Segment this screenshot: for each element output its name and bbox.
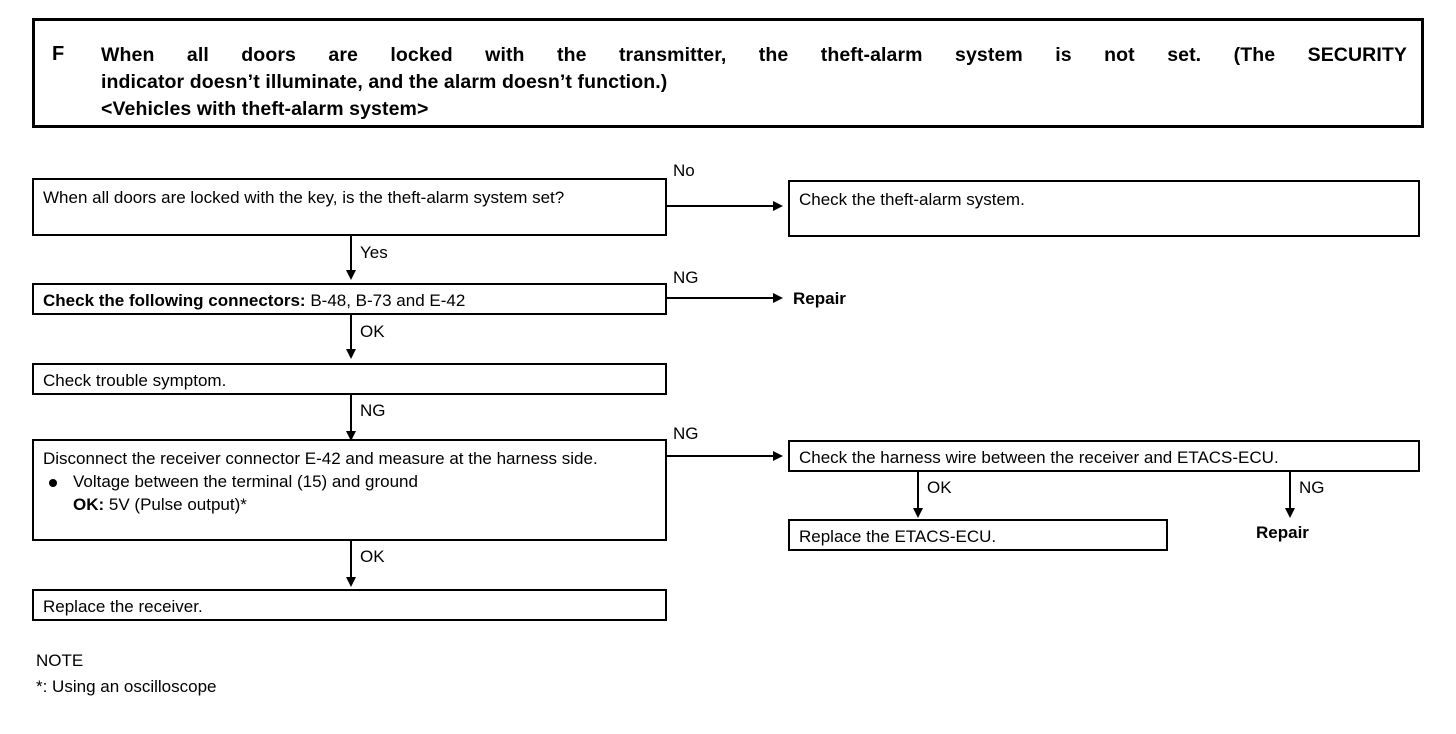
flow-step-check-key-lock: When all doors are locked with the key, … <box>32 178 667 236</box>
edge-step2-ng-arrowhead <box>773 293 783 303</box>
edge-step1-no-arrowhead <box>773 201 783 211</box>
header-text: When all doors are locked with the trans… <box>101 42 1407 123</box>
edge-label-ok-harness: OK <box>927 478 952 497</box>
flow-branch-check-theft-alarm: Check the theft-alarm system. <box>788 180 1420 237</box>
flow-step-4-bullet-2-rest: 5V (Pulse output)* <box>104 495 247 514</box>
flow-step-4-bullet-row: Voltage between the terminal (15) and gr… <box>43 470 659 516</box>
bullet-dot-icon <box>49 479 57 487</box>
flow-step-disconnect-receiver: Disconnect the receiver connector E-42 a… <box>32 439 667 541</box>
flow-step-4-line-1: Disconnect the receiver connector E-42 a… <box>43 449 598 468</box>
flow-branch-repair-1: Repair <box>793 289 846 308</box>
header-callout-box: F When all doors are locked with the tra… <box>32 18 1424 128</box>
edge-label-ok-2: OK <box>360 322 385 341</box>
header-line-1: When all doors are locked with the trans… <box>101 44 1407 66</box>
edge-step3-ng-line <box>350 395 352 437</box>
edge-label-no-1: No <box>673 161 695 180</box>
flow-step-1-text: When all doors are locked with the key, … <box>43 188 565 207</box>
flow-step-5-text: Replace the receiver. <box>43 597 203 616</box>
edge-harness-ok-line <box>917 472 919 514</box>
flow-step-4-text: Disconnect the receiver connector E-42 a… <box>43 447 659 516</box>
edge-step1-yes-line <box>350 236 352 276</box>
flow-step-check-trouble-symptom: Check trouble symptom. <box>32 363 667 395</box>
edge-harness-ok-arrowhead <box>913 508 923 518</box>
edge-label-ng-4: NG <box>673 424 699 443</box>
flow-step-4-bullet-2: OK: 5V (Pulse output)* <box>73 493 659 516</box>
flow-branch-check-harness-text: Check the harness wire between the recei… <box>799 448 1279 467</box>
flow-step-4-bullet-2-bold: OK: <box>73 495 105 514</box>
note-line: *: Using an oscilloscope <box>36 677 217 696</box>
edge-step4-ok-arrowhead <box>346 577 356 587</box>
flow-step-3-text: Check trouble symptom. <box>43 371 227 390</box>
flow-branch-check-theft-alarm-text: Check the theft-alarm system. <box>799 190 1025 209</box>
flow-step-4-bullet-1: Voltage between the terminal (15) and gr… <box>73 472 418 491</box>
edge-step2-ng-line <box>667 297 773 299</box>
edge-label-ng-3: NG <box>360 401 386 420</box>
flow-step-2-text: Check the following connectors: B-48, B-… <box>43 289 659 312</box>
note-title: NOTE <box>36 651 84 670</box>
edge-label-ng-harness: NG <box>1299 478 1325 497</box>
flow-step-replace-receiver: Replace the receiver. <box>32 589 667 621</box>
edge-label-ok-4: OK <box>360 547 385 566</box>
header-letter: F <box>52 43 65 65</box>
edge-label-ng-2: NG <box>673 268 699 287</box>
edge-harness-ng-line <box>1289 472 1291 514</box>
header-line-3: <Vehicles with theft-alarm system> <box>101 98 429 120</box>
edge-step4-ok-line <box>350 541 352 583</box>
flow-branch-repair-2: Repair <box>1256 523 1309 542</box>
edge-step1-yes-arrowhead <box>346 270 356 280</box>
flow-step-check-connectors: Check the following connectors: B-48, B-… <box>32 283 667 315</box>
flow-step-2-text-bold: Check the following connectors: <box>43 291 306 310</box>
flow-branch-check-harness: Check the harness wire between the recei… <box>788 440 1420 472</box>
edge-label-yes-1: Yes <box>360 243 388 262</box>
header-line-2: indicator doesn’t illuminate, and the al… <box>101 71 668 93</box>
edge-step3-ng-arrowhead <box>346 431 356 441</box>
edge-step2-ok-line <box>350 315 352 355</box>
note-block: NOTE *: Using an oscilloscope <box>36 648 216 700</box>
edge-step4-ng-arrowhead <box>773 451 783 461</box>
edge-step4-ng-line <box>667 455 773 457</box>
flow-branch-replace-etacs: Replace the ETACS-ECU. <box>788 519 1168 551</box>
edge-harness-ng-arrowhead <box>1285 508 1295 518</box>
edge-step2-ok-arrowhead <box>346 349 356 359</box>
flow-branch-replace-etacs-text: Replace the ETACS-ECU. <box>799 527 997 546</box>
flow-step-2-text-rest: B-48, B-73 and E-42 <box>305 291 466 310</box>
edge-step1-no-line <box>667 205 773 207</box>
